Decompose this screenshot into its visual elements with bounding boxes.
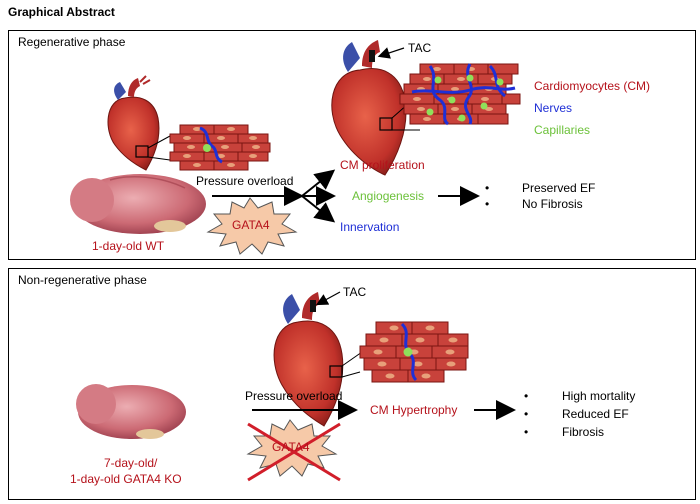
tac-arrow-top [377, 47, 405, 59]
result-fibrosis: Fibrosis [562, 425, 605, 439]
gata4-label-top: GATA4 [232, 218, 270, 232]
gata4-starburst-bottom [246, 419, 338, 477]
result-high-mortality: High mortality [562, 389, 636, 403]
result-bullet-1: • [485, 181, 490, 195]
outcome-innervation: Innervation [340, 220, 400, 234]
gata4-knockout-cross [247, 422, 341, 482]
pressure-overload-label-bottom: Pressure overload [245, 389, 343, 403]
regenerative-panel [8, 30, 696, 260]
heart-bottom [273, 292, 344, 427]
page-title: Graphical Abstract [8, 5, 115, 19]
legend-cardiomyocytes: Cardiomyocytes (CM) [534, 79, 651, 93]
tissue-patch-bottom [359, 321, 469, 383]
tac-arrow-bottom [315, 291, 341, 306]
regenerative-phase-label: Regenerative phase [18, 35, 126, 49]
outcome-angiogenesis: Angiogenesis [352, 189, 425, 203]
result-bullet-2: • [485, 197, 490, 211]
pup-top-image [70, 174, 206, 234]
pup-top-label: 1-day-old WT [92, 239, 165, 253]
tac-label-top: TAC [408, 41, 432, 55]
heart-large-top [331, 40, 407, 176]
pup-bottom-label-line2: 1-day-old GATA4 KO [70, 472, 182, 486]
legend-capillaries: Capillaries [534, 123, 591, 137]
non-regenerative-panel [8, 268, 696, 500]
result-no-fibrosis: No Fibrosis [522, 197, 583, 211]
outcome-cm-proliferation: CM proliferation [340, 158, 425, 172]
gata4-label-bottom: GATA4 [272, 440, 310, 454]
tissue-patch-top-large [399, 63, 521, 126]
result-preserved-ef: Preserved EF [522, 181, 596, 195]
pup-bottom-image [76, 384, 186, 439]
pup-bottom-label-line1: 7-day-old/ [104, 456, 158, 470]
non-regenerative-phase-label: Non-regenerative phase [18, 273, 147, 287]
result-bullet-5: • [524, 425, 529, 439]
gata4-starburst-top [206, 197, 298, 255]
result-bullet-3: • [524, 389, 529, 403]
tissue-patch-top-small [169, 124, 271, 171]
legend-nerves: Nerves [534, 101, 573, 115]
heart-small-top [107, 75, 160, 171]
tac-label-bottom: TAC [343, 285, 367, 299]
result-reduced-ef: Reduced EF [562, 407, 629, 421]
outcome-cm-hypertrophy: CM Hypertrophy [370, 403, 458, 417]
result-bullet-4: • [524, 407, 529, 421]
pressure-overload-label-top: Pressure overload [196, 174, 294, 188]
